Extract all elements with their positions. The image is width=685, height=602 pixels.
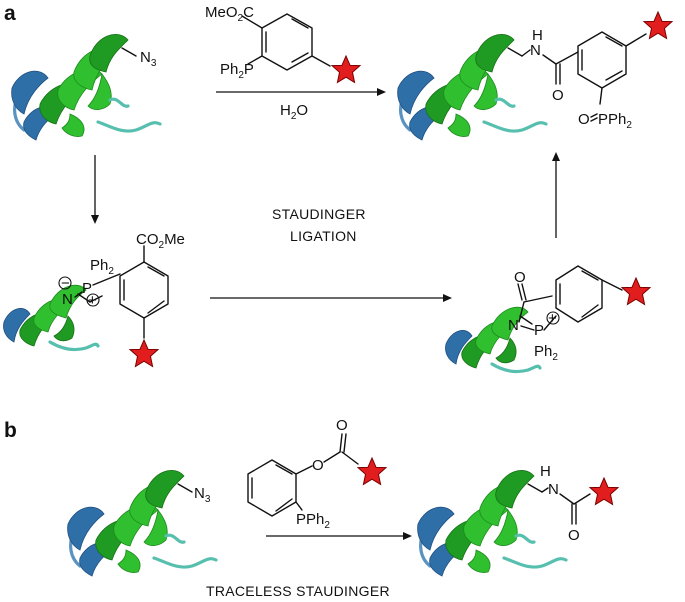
plus-charge-icon: [86, 293, 100, 307]
panel-b-label: b: [4, 419, 17, 442]
cyclic-o-label: O: [514, 269, 526, 286]
reporter-star-icon: [129, 339, 159, 367]
ylide-p-charge: +: [88, 292, 97, 309]
ylide-ph2-label: Ph2: [90, 257, 114, 277]
water-label: H2O: [280, 102, 308, 122]
cyclic-n-label: N: [508, 317, 519, 334]
b-amide-n-label: N: [548, 481, 559, 498]
b-amide-h-label: H: [540, 463, 551, 480]
ylide-p-label: P: [82, 280, 92, 297]
aza-ylide-intermediate: N − P + Ph2 CO2Me: [1, 231, 185, 367]
b-arrow: [266, 532, 412, 540]
amide-n-label: N: [530, 42, 541, 59]
phosphine-oxide-o-label: O: [578, 111, 590, 128]
protein-cartoon: [443, 305, 542, 374]
meo2c-label: MeO2C: [205, 4, 254, 24]
b-amide-product: N H O: [416, 463, 619, 578]
pph2-label: PPh2: [598, 111, 632, 131]
b-azide-label: N3: [194, 485, 211, 505]
reporter-star-icon: [331, 55, 361, 83]
b-pph2-label: PPh2: [296, 511, 330, 531]
reporter-star-icon: [643, 11, 673, 39]
phosphine-reagent: MeO2C Ph2P: [205, 4, 361, 83]
center-line2: LIGATION: [290, 228, 357, 244]
arrow-bottom: [210, 294, 452, 302]
ylide-n-charge: −: [61, 275, 70, 292]
arrow-down: [91, 155, 99, 224]
amide-h-label: H: [532, 27, 543, 44]
b-ester-o2-label: O: [336, 417, 348, 434]
protein-cartoon: [10, 32, 162, 142]
arrow-top: H2O: [216, 88, 386, 122]
cyclic-intermediate: N O P + Ph2: [443, 265, 651, 374]
amide-o-label: O: [552, 87, 564, 104]
cyclic-p-label: P: [534, 322, 544, 339]
b-ester-o1-label: O: [312, 457, 324, 474]
ylide-co2me-label: CO2Me: [136, 231, 185, 251]
azide-label: N3: [140, 49, 157, 69]
traceless-staudinger-caption: TRACELESS STAUDINGER: [206, 583, 390, 599]
protein-cartoon: [396, 32, 548, 142]
center-line1: STAUDINGER: [272, 206, 366, 222]
panel-a-label: a: [4, 2, 16, 25]
ph2p-label: Ph2P: [220, 61, 254, 81]
b-phosphine-reagent: O O PPh2: [247, 417, 387, 531]
b-azide-protein: N3: [66, 468, 218, 578]
ylide-n-label: N: [62, 291, 73, 308]
cyclic-ph2-label: Ph2: [534, 343, 558, 363]
azide-protein: N3: [10, 32, 162, 142]
amide-product: N H O O PPh2: [396, 11, 673, 142]
b-amide-o-label: O: [568, 527, 580, 544]
protein-cartoon: [416, 468, 568, 578]
reporter-star-icon: [357, 457, 387, 485]
cyclic-p-charge: +: [548, 310, 557, 327]
reporter-star-icon: [589, 477, 619, 505]
staudinger-ligation-title: STAUDINGER LIGATION: [272, 206, 366, 244]
minus-charge-icon: [58, 276, 72, 290]
reporter-star-icon: [621, 277, 651, 305]
plus-charge-icon: [546, 311, 560, 325]
arrow-up: [552, 152, 560, 238]
